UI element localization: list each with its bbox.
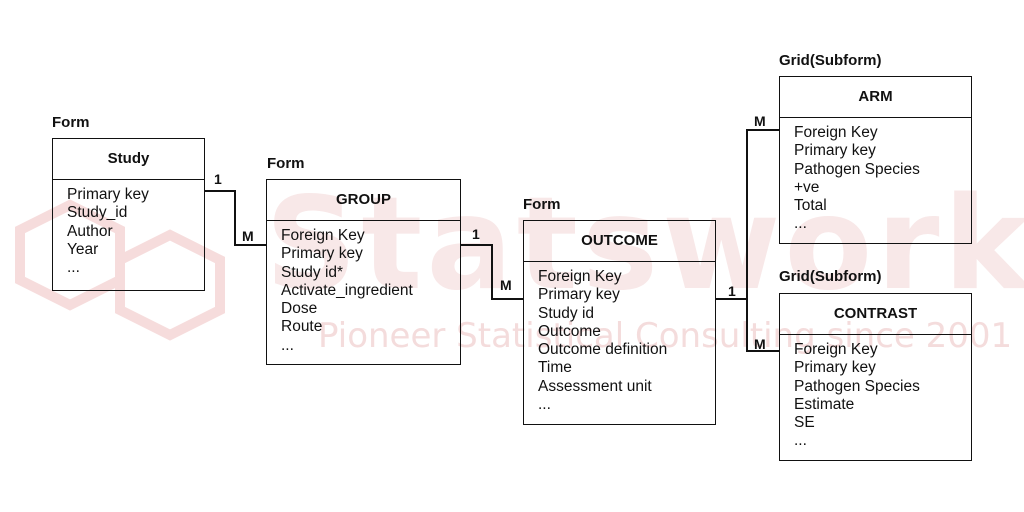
outcome-caption: Form [523,196,561,213]
connector-outcome-contrast [746,299,779,352]
field: Estimate [794,395,855,413]
study-fields: Primary key Study_id Author Year ... [53,180,204,277]
outcome-fields: Foreign Key Primary key Study id Outcome… [524,262,715,414]
cardinality-study-one: 1 [214,171,222,187]
field: Primary key [67,186,149,203]
field: Foreign Key [794,341,878,358]
field: Primary key [794,142,876,160]
connector-outcome-children [716,129,779,300]
field: Study_id [67,204,128,222]
field: Author [67,222,113,240]
field: ... [794,215,807,233]
field: Primary key [538,286,620,304]
group-entity: GROUP Foreign Key Primary key Study id* … [266,179,461,365]
contrast-caption: Grid(Subform) [779,268,882,285]
group-caption: Form [267,155,305,172]
field: SE [794,414,815,432]
field: Outcome definition [538,341,668,359]
field: Activate_ingredient [281,281,413,299]
study-entity: Study Primary key Study_id Author Year .… [52,138,205,291]
field: Dose [281,300,318,318]
study-title: Study [53,139,204,180]
cardinality-group-many: M [242,228,254,244]
contrast-entity: CONTRAST Foreign Key Primary key Pathoge… [779,293,972,461]
field: Route [281,318,323,336]
field: ... [794,432,807,450]
field: Assessment unit [538,377,652,395]
field: Study id [538,304,595,322]
cardinality-outcome-one: 1 [728,283,736,299]
cardinality-outcome-many: M [500,277,512,293]
field: Time [538,359,572,377]
group-title: GROUP [267,180,460,221]
outcome-entity: OUTCOME Foreign Key Primary key Study id… [523,220,716,425]
field: ... [281,336,294,354]
field: Foreign Key [794,124,878,141]
arm-entity: ARM Foreign Key Primary key Pathogen Spe… [779,76,972,244]
group-fields: Foreign Key Primary key Study id* Activa… [267,221,460,355]
cardinality-group-one: 1 [472,226,480,242]
field: ... [67,259,80,277]
field: Pathogen Species [794,377,920,395]
cardinality-arm-many: M [754,113,766,129]
arm-caption: Grid(Subform) [779,52,882,69]
cardinality-contrast-many: M [754,336,766,352]
connector-study-group [204,190,266,246]
field: Primary key [281,245,363,263]
field: ... [538,396,551,414]
arm-fields: Foreign Key Primary key Pathogen Species… [780,118,971,234]
field: Pathogen Species [794,160,920,178]
contrast-title: CONTRAST [780,294,971,335]
field: Foreign Key [281,227,365,244]
field: Year [67,240,99,258]
arm-title: ARM [780,77,971,118]
study-caption: Form [52,114,90,131]
field: Foreign Key [538,268,622,285]
contrast-fields: Foreign Key Primary key Pathogen Species… [780,335,971,451]
outcome-title: OUTCOME [524,221,715,262]
field: Outcome [538,322,601,340]
field: Total [794,197,827,215]
field: +ve [794,178,820,196]
field: Primary key [794,359,876,377]
connector-group-outcome [461,244,523,300]
field: Study id* [281,263,344,281]
